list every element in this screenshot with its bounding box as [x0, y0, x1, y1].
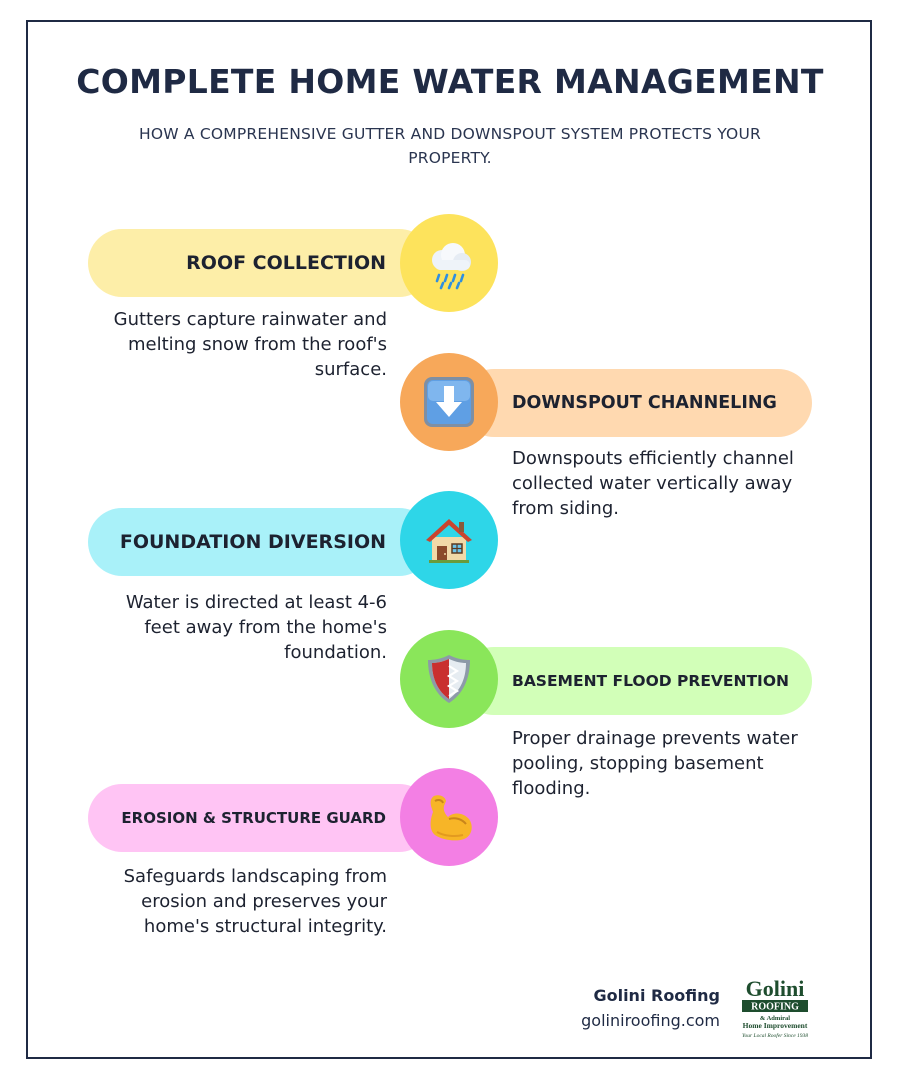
shield-icon	[428, 655, 470, 703]
step-5-circle	[400, 768, 498, 866]
step-5-pill: EROSION & STRUCTURE GUARD	[88, 784, 433, 852]
step-1-description: Gutters capture rainwater and melting sn…	[113, 309, 387, 380]
step-1-circle	[400, 214, 498, 312]
step-4-circle	[400, 630, 498, 728]
step-4-label: BASEMENT FLOOD PREVENTION	[512, 672, 789, 690]
golini-roofing-logo: Golini ROOFING & Admiral Home Improvemen…	[742, 976, 808, 1039]
step-1-pill: ROOF COLLECTION	[88, 229, 433, 297]
flexed-bicep-icon	[430, 795, 472, 841]
infographic-frame	[26, 20, 872, 1059]
brand-url[interactable]: goliniroofing.com	[581, 1011, 720, 1030]
step-2-description: Downspouts efficiently channel collected…	[512, 448, 794, 519]
step-3-label: FOUNDATION DIVERSION	[119, 531, 386, 553]
step-5-description: Safeguards landscaping from erosion and …	[123, 866, 387, 937]
down-arrow-icon	[424, 377, 474, 427]
page-subtitle: HOW A COMPREHENSIVE GUTTER AND DOWNSPOUT…	[139, 125, 761, 167]
step-1-label: ROOF COLLECTION	[186, 252, 386, 274]
step-3-description: Water is directed at least 4-6 feet away…	[125, 592, 387, 663]
rain-cloud-icon	[432, 243, 471, 290]
step-2-pill: DOWNSPOUT CHANNELING	[460, 369, 812, 437]
step-3-pill: FOUNDATION DIVERSION	[88, 508, 433, 576]
page-title: COMPLETE HOME WATER MANAGEMENT	[76, 62, 824, 101]
svg-text:Home Improvement: Home Improvement	[743, 1021, 808, 1030]
svg-text:Golini: Golini	[746, 976, 805, 1001]
step-3-circle	[400, 491, 498, 589]
svg-text:ROOFING: ROOFING	[751, 1002, 799, 1013]
svg-text:Your Local Roofer Since 1938: Your Local Roofer Since 1938	[742, 1032, 808, 1039]
brand-name: Golini Roofing	[593, 986, 720, 1005]
svg-text:& Admiral: & Admiral	[760, 1015, 790, 1022]
step-2-circle	[400, 353, 498, 451]
house-icon	[426, 519, 472, 563]
step-5-label: EROSION & STRUCTURE GUARD	[121, 809, 386, 827]
step-4-pill: BASEMENT FLOOD PREVENTION	[460, 647, 812, 715]
step-2-label: DOWNSPOUT CHANNELING	[512, 393, 777, 413]
step-4-description: Proper drainage prevents water pooling, …	[512, 728, 798, 799]
